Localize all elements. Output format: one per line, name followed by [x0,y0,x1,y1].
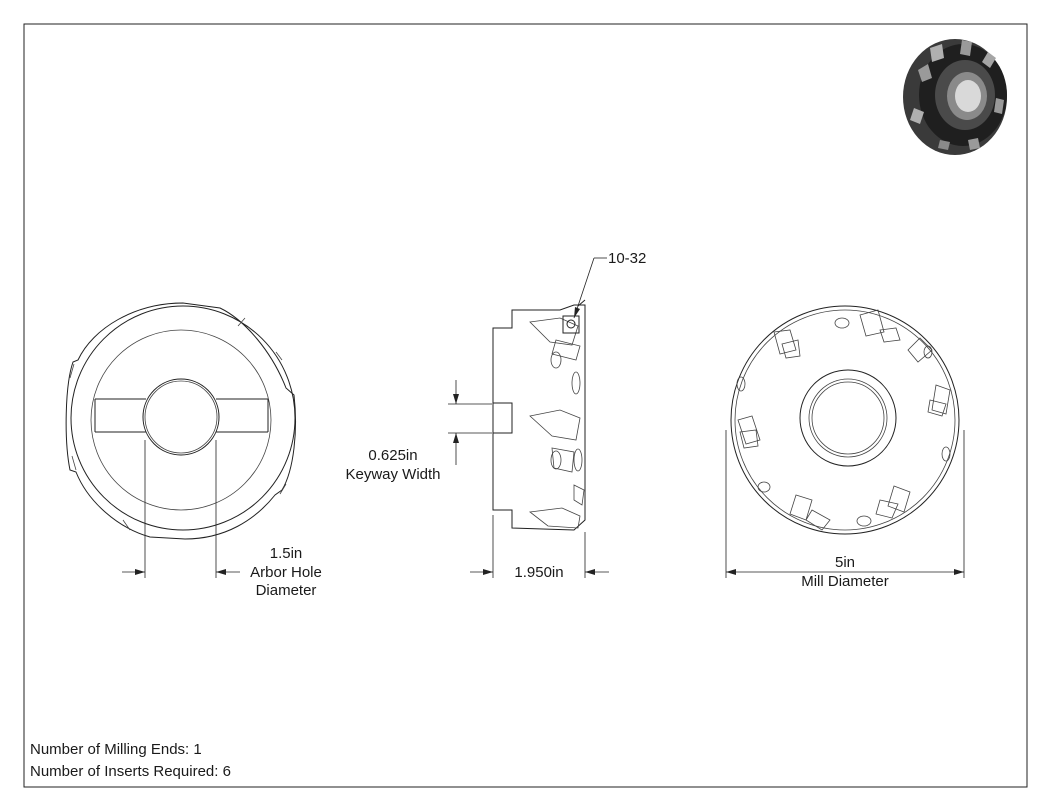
isometric-view [903,39,1007,155]
note-milling-ends: Number of Milling Ends: 1 [30,741,202,758]
side-view [492,299,586,531]
keyway-dimension [448,380,492,465]
arbor-name-label-1: Arbor Hole [250,564,322,581]
mill-name-label: Mill Diameter [801,573,889,590]
keyway-name-label: Keyway Width [345,466,440,483]
mill-dimension [725,430,965,578]
front-view [65,302,296,540]
thread-label: 10-32 [608,250,646,267]
thread-leader [573,257,607,319]
mill-value-label: 5in [835,554,855,571]
keyway-value-label: 0.625in [368,447,417,464]
arbor-name-label-2: Diameter [256,582,317,599]
arbor-value-label: 1.5in [270,545,303,562]
length-value-label: 1.950in [514,564,563,581]
length-dimension [470,515,609,578]
arbor-dimension [122,440,240,578]
back-view [730,305,960,535]
sheet-border [23,23,1028,788]
note-inserts: Number of Inserts Required: 6 [30,763,231,780]
